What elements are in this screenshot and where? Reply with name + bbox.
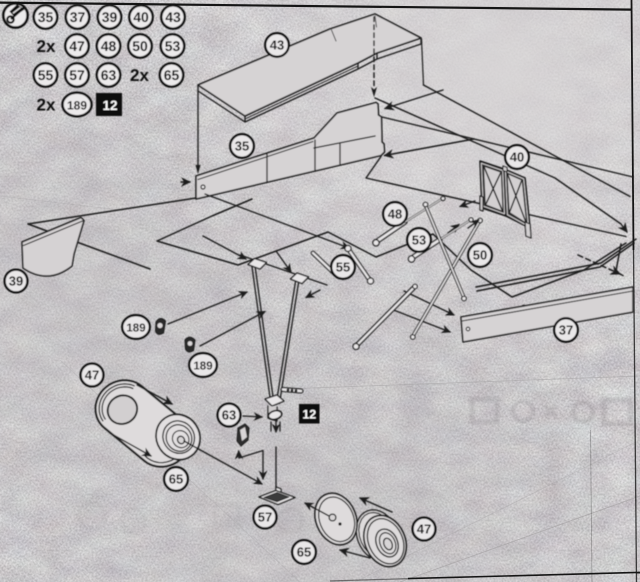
svg-text:40: 40 — [133, 9, 149, 25]
svg-text:48: 48 — [101, 38, 117, 54]
svg-text:65: 65 — [164, 67, 180, 83]
svg-text:47: 47 — [417, 522, 431, 537]
svg-text:40: 40 — [510, 150, 524, 165]
svg-text:57: 57 — [258, 510, 272, 525]
svg-text:37: 37 — [559, 323, 573, 338]
svg-text:189: 189 — [193, 361, 212, 373]
svg-text:2x: 2x — [37, 96, 56, 115]
svg-text:35: 35 — [38, 9, 54, 25]
svg-text:39: 39 — [102, 9, 118, 25]
svg-text:55: 55 — [336, 260, 350, 275]
svg-text:2x: 2x — [130, 66, 149, 85]
svg-text:189: 189 — [67, 98, 87, 112]
svg-text:43: 43 — [270, 38, 284, 53]
svg-text:39: 39 — [9, 274, 23, 289]
svg-text:57: 57 — [69, 67, 85, 83]
svg-text:43: 43 — [165, 9, 181, 25]
svg-text:12: 12 — [102, 98, 117, 113]
svg-text:12: 12 — [302, 408, 316, 422]
svg-text:53: 53 — [165, 38, 181, 54]
svg-text:189: 189 — [126, 323, 145, 335]
svg-text:65: 65 — [297, 545, 311, 560]
svg-text:2x: 2x — [37, 37, 56, 56]
svg-text:37: 37 — [70, 9, 86, 25]
svg-text:55: 55 — [38, 67, 54, 83]
svg-text:65: 65 — [169, 472, 183, 487]
svg-text:47: 47 — [85, 368, 99, 383]
svg-text:47: 47 — [69, 38, 85, 54]
svg-text:63: 63 — [222, 408, 236, 423]
svg-text:50: 50 — [473, 248, 487, 263]
svg-text:48: 48 — [388, 207, 402, 222]
svg-text:35: 35 — [235, 139, 249, 154]
svg-text:50: 50 — [132, 38, 148, 54]
svg-text:53: 53 — [412, 233, 426, 248]
svg-text:63: 63 — [101, 67, 117, 83]
